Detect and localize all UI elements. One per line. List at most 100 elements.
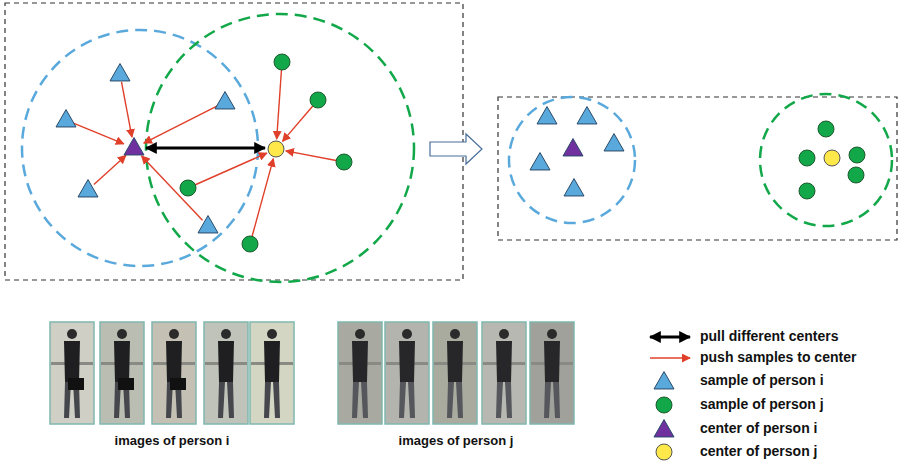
photo-frame: [100, 322, 144, 424]
push-arrow: [142, 156, 203, 220]
person-body: [166, 341, 182, 382]
center-circle: [268, 141, 284, 157]
person-legs: [218, 382, 234, 418]
legend-triangle: [654, 372, 674, 389]
push-arrow: [195, 153, 267, 185]
class-boundary: [760, 94, 892, 226]
photo-frame: [250, 322, 294, 424]
person-photo: [338, 322, 382, 424]
person-photo: [100, 322, 144, 424]
photo-frame: [385, 322, 429, 424]
class-boundary: [146, 14, 414, 282]
transition-arrow: [430, 134, 482, 164]
panel-box: [498, 97, 897, 240]
right-panel: [498, 94, 897, 240]
photo-frame: [482, 322, 526, 424]
person-head: [450, 329, 460, 339]
person-body: [447, 341, 463, 382]
person-photo: [385, 322, 429, 424]
legend-label: sample of person j: [700, 396, 824, 413]
image-caption: images of person j: [399, 433, 514, 449]
bag: [68, 378, 84, 390]
center-triangle: [563, 139, 583, 156]
legend-push-arrow: [650, 357, 690, 359]
person-photo: [250, 322, 294, 424]
photo-frame: [338, 322, 382, 424]
person-photo: [152, 322, 196, 424]
person-head: [547, 329, 557, 339]
push-arrow: [144, 106, 218, 143]
circle-sample: [799, 183, 815, 199]
triangle-sample: [530, 153, 550, 170]
person-photo: [433, 322, 477, 424]
class-boundary: [509, 97, 635, 223]
triangle-sample: [198, 216, 218, 233]
person-head: [117, 329, 127, 339]
photo-frame: [204, 322, 248, 424]
push-arrow: [121, 82, 131, 137]
triangle-sample: [78, 180, 98, 197]
legend-label: center of person j: [700, 443, 817, 460]
triangle-sample: [215, 92, 235, 109]
person-head: [402, 329, 412, 339]
person-legs: [399, 382, 415, 418]
photo-frame: [433, 322, 477, 424]
center-circle: [824, 150, 840, 166]
circle-sample: [818, 121, 834, 137]
legend-triangle: [654, 420, 674, 437]
person-legs: [352, 382, 368, 418]
legend-label: pull different centers: [700, 328, 838, 345]
legend-label: sample of person i: [700, 372, 824, 389]
person-body: [544, 341, 560, 382]
circle-sample: [799, 150, 815, 166]
photo-frame: [152, 322, 196, 424]
triangle-sample: [56, 110, 76, 127]
image-caption: images of person i: [115, 433, 230, 449]
person-photo: [482, 322, 526, 424]
circle-sample: [274, 54, 290, 70]
triangle-sample: [577, 107, 597, 124]
person-body: [496, 341, 512, 382]
circle-sample: [310, 92, 326, 108]
person-head: [499, 329, 509, 339]
panel-box: [5, 3, 463, 280]
person-body: [352, 341, 368, 382]
person-photo: [50, 322, 94, 424]
triangle-sample: [537, 107, 557, 124]
circle-sample: [180, 180, 196, 196]
pull-arrow: [146, 147, 265, 150]
person-legs: [447, 382, 463, 418]
push-arrow: [252, 159, 273, 237]
person-head: [169, 329, 179, 339]
bag: [170, 378, 186, 390]
person-head: [67, 329, 77, 339]
person-body: [218, 341, 234, 382]
circle-sample: [849, 147, 865, 163]
circle-sample: [848, 167, 864, 183]
push-arrow: [283, 106, 313, 141]
person-head: [355, 329, 365, 339]
push-arrow: [286, 151, 336, 161]
legend-label: center of person i: [700, 420, 817, 437]
push-arrow: [73, 123, 123, 144]
push-arrow: [94, 155, 126, 184]
legend-samples: [650, 337, 690, 460]
circle-sample: [242, 236, 258, 252]
person-head: [267, 329, 277, 339]
triangle-sample: [604, 134, 624, 151]
person-legs: [496, 382, 512, 418]
person-body: [114, 341, 130, 382]
person-photo: [530, 322, 574, 424]
triangle-sample: [110, 64, 130, 81]
person-photo: [204, 322, 248, 424]
photo-frame: [530, 322, 574, 424]
center-triangle: [124, 138, 144, 155]
person-legs: [264, 382, 280, 418]
person-legs: [544, 382, 560, 418]
person-head: [221, 329, 231, 339]
person-body: [264, 341, 280, 382]
bag: [118, 378, 134, 390]
legend-label: push samples to center: [700, 349, 856, 366]
legend-circle: [656, 444, 672, 460]
